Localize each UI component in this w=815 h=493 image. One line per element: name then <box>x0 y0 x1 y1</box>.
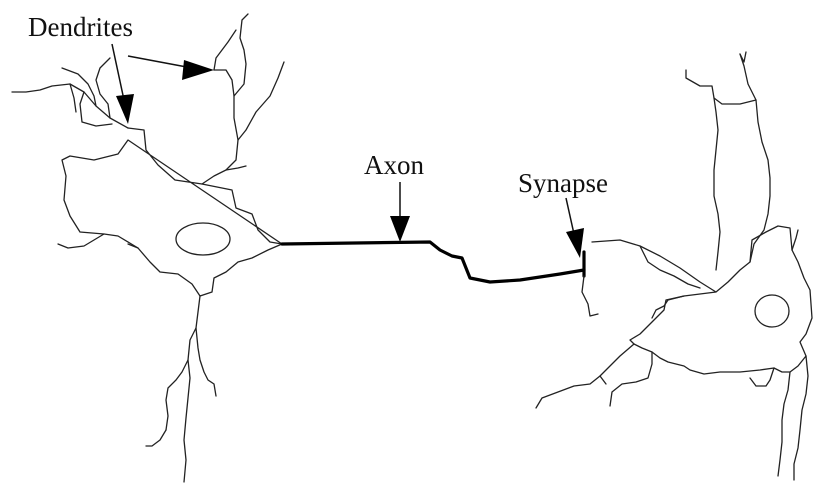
right-dendrite-5 <box>792 230 798 250</box>
axon-arrow <box>390 182 410 242</box>
left-dendrite-6 <box>202 70 238 184</box>
synapse-label: Synapse <box>518 170 608 197</box>
right-dendrite-1 <box>740 54 770 262</box>
left-dendrite-11 <box>58 234 104 248</box>
left-dendrite-13 <box>166 296 200 430</box>
left-dendrite-16 <box>146 430 166 446</box>
left-dendrite-14 <box>184 360 190 482</box>
right-dendrite-6 <box>640 246 700 288</box>
synapse-arrow <box>566 198 584 258</box>
right-neuron <box>536 52 812 480</box>
left-dendrite-1 <box>12 84 128 128</box>
left-neuron <box>12 14 284 482</box>
left-dendrite-3 <box>96 58 110 118</box>
left-cell-body <box>62 128 282 296</box>
left-dendrite-4 <box>80 92 112 126</box>
left-dendrite-15 <box>196 328 216 396</box>
axon-label: Axon <box>364 152 424 179</box>
right-dendrite-10 <box>600 376 606 384</box>
right-dendrite-11 <box>778 372 790 476</box>
right-nucleus <box>755 295 789 327</box>
left-nucleus <box>176 223 230 255</box>
right-dendrite-4 <box>740 52 746 62</box>
dendrites-arrow-2 <box>128 56 214 80</box>
right-dendrite-8 <box>536 344 634 408</box>
left-dendrite-10 <box>214 30 236 70</box>
dendrites-label: Dendrites <box>28 14 133 41</box>
axon-line <box>282 242 584 282</box>
left-dendrite-7 <box>234 14 248 96</box>
right-dendrite-12 <box>794 356 808 480</box>
left-dendrite-5 <box>70 84 76 112</box>
synapse-branch <box>582 276 598 316</box>
right-dendrite-3 <box>714 98 720 270</box>
